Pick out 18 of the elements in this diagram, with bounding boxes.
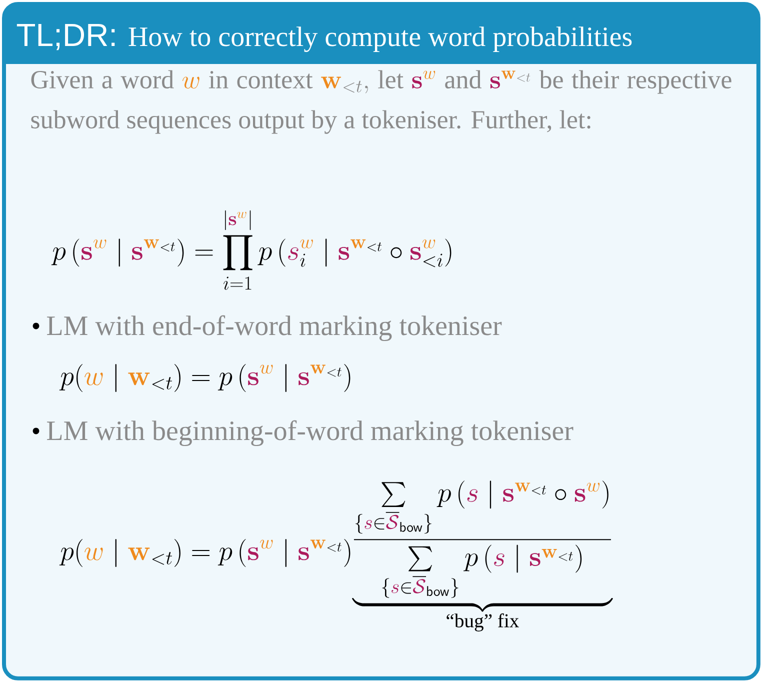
- node-label: $\textcolor{hlw}{w}$: [182, 76, 200, 89]
- formula: $p(\textcolor{hlw}{w} \mid \textcolor{hlw}{\mathbf{w}}_{<t}) = p\left(\textcolor{hls}{\mathbf{s}}^{\textcolor{hlw}{w}} \mid \textcolor{hls}{\mathbf{s}}^{\textcolor{hlw}{\mathbf{w}}_{<t}}\right)^{\smash[b]{\displaystyle\underbrace{\frac{\sum\limits_{\{\textcolor{hls}{s}\in\overline{\textcolor{hls}{\mathcal{S}}}_{\mathsf{bow}}\}} p\left(\textcolor{hls}{s} \mid \textcolor{hls}{\mathbf{s}}^{\textcolor{hlw}{\mathbf{w}}_{<t}} \circ \textcolor{hls}{\mathbf{s}}^{\textcolor{hlw}{w}}\right)}{\sum\limits_{\{\textcolor{hls}{s}\in\overline{\textcolor{hls}{\mathcal{S}}}_{\mathsf{bow}}\}} p\left(\textcolor{hls}{s} \mid \textcolor{hls}{\mathbf{s}}^{\textcolor{hlw}{\mathbf{w}}_{<t}}\right)}}_{\text{“bug” fix}}}}$: [59, 480, 613, 632]
- node-label: $\textcolor{hls}{\mathbf{s}}^{\textcolor{hlw}{\mathbf{w}}_{<t}}$: [490, 70, 530, 88]
- node-label: $\textcolor{hls}{\mathbf{s}}^{\textcolor{hlw}{w}}$: [412, 70, 436, 88]
- node-label: be their respective: [539, 70, 732, 94]
- heading: How to correctly compute word probabilities: [128, 26, 632, 52]
- node-label: $\textcolor{hlw}{\mathbf{w}}_{<t},$: [321, 76, 368, 94]
- node-label: Given a word: [31, 70, 174, 88]
- node-label: in context: [208, 71, 313, 88]
- paragraph: Given a word $\textcolor{hlw}{w}$ in context $\textcolor{hlw}{\mathbf{w}}_{<t},$ let $\textcolor{hls}{\mathbf{s}}^{\textcolor{hlw}{w}}$ and $\textcolor{hls}{\mathbf{s}}^{\textcolor{hlw}{\mathbf{w}}_{<t}}$ be their respective subword sequences output by a tokeniser. Further, let:: [31, 70, 732, 134]
- node-label: subword sequences output by a tokeniser. Further, let:: [31, 110, 590, 134]
- formula: $p\left(\textcolor{hls}{\mathbf{s}}^{\textcolor{hlw}{w}} \mid \textcolor{hls}{\mathbf{s}}^{\textcolor{hlw}{\mathbf{w}}_{<t}}\right) = \prod_{i=1}^{|\textcolor{hls}{\mathbf{s}}^{\textcolor{hlw}{w}}|} p\left(\textcolor{hls}{s}_i^{\textcolor{hlw}{w}} \mid \textcolor{hls}{\mathbf{s}}^{\textcolor{hlw}{\mathbf{w}}_{<t}} \circ \textcolor{hls}{\mathbf{s}}^{\textcolor{hlw}{w}}_{<i}\right)$: [51, 210, 452, 290]
- bullet-item: LM with beginning-of-word marking tokeniser: [32, 420, 574, 446]
- heading: TL;DR:: [16, 24, 115, 50]
- node-label: let: [378, 70, 404, 88]
- node-label: and: [445, 70, 482, 88]
- formula: $p(\textcolor{hlw}{w} \mid \textcolor{hlw}{\mathbf{w}}_{<t}) = p\left(\textcolor{hls}{\mathbf{s}}^{\textcolor{hlw}{w}} \mid \textcolor{hls}{\mathbf{s}}^{\textcolor{hlw}{\mathbf{w}}_{<t}}\right)$: [59, 364, 350, 392]
- bullet-item: LM with end-of-word marking tokeniser: [32, 315, 502, 342]
